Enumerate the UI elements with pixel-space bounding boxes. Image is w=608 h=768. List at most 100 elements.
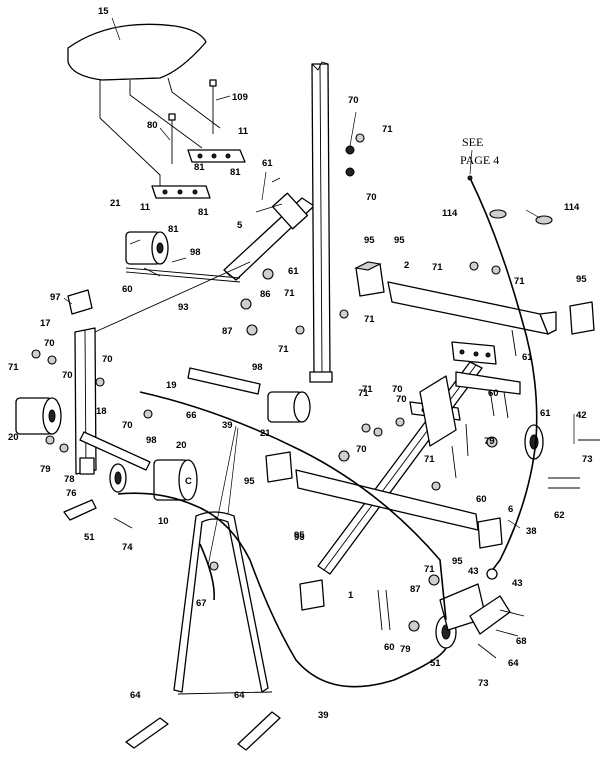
part-callout: 61 — [288, 266, 299, 277]
part-callout: 64 — [508, 658, 519, 669]
part-callout: 20 — [8, 432, 19, 443]
part-callout: 98 — [252, 362, 263, 373]
bracket-hole — [177, 189, 183, 195]
seat-pad — [67, 23, 207, 81]
bracket-hole — [192, 189, 198, 195]
handle-bolt — [237, 711, 281, 751]
part-callout: 78 — [64, 474, 75, 485]
part-callout: 18 — [96, 406, 107, 417]
fasteners — [31, 133, 553, 632]
part-callout: 21 — [110, 198, 121, 209]
part-callout: 81 — [230, 167, 241, 178]
end-cap — [299, 579, 325, 611]
part-callout: 70 — [122, 420, 133, 431]
cross-tube — [455, 371, 521, 395]
carriage-pin — [255, 203, 283, 213]
part-callout: 70 — [366, 192, 377, 203]
part-callout: 71 — [424, 564, 435, 575]
plate-hole — [473, 351, 479, 357]
plate-hole — [485, 352, 491, 358]
part-callout: 71 — [8, 362, 19, 373]
cable-38 — [469, 177, 538, 577]
cable-lower-arc — [199, 543, 216, 601]
part-callout: 43 — [512, 578, 523, 589]
part-callout: 80 — [147, 120, 158, 131]
part-callout: 42 — [576, 410, 587, 421]
part-callout: 15 — [98, 6, 109, 17]
part-callout: 114 — [564, 202, 580, 213]
part-callout: 39 — [222, 420, 233, 431]
rail-cap — [67, 289, 93, 315]
part-callout: 71 — [362, 384, 373, 395]
part-callout: 11 — [238, 126, 249, 137]
bolt-head — [209, 79, 217, 87]
part-callout: 10 — [158, 516, 169, 527]
part-callout: 73 — [478, 678, 489, 689]
cable-end-ring — [486, 568, 498, 580]
part-callout: 79 — [484, 436, 495, 447]
part-callout: 71 — [364, 314, 375, 325]
part-callout: 71 — [284, 288, 295, 299]
carriage-sleeve — [271, 192, 309, 230]
leader-lines — [63, 17, 575, 567]
part-callout: 70 — [392, 384, 403, 395]
roller-pad-upper — [125, 231, 169, 265]
cable-39 — [117, 492, 447, 688]
part-callout: 60 — [384, 642, 395, 653]
handle-bolt — [125, 717, 169, 749]
part-callout: 95 — [294, 530, 305, 541]
part-callout: 11 — [140, 202, 151, 213]
part-callout: 51 — [84, 532, 95, 543]
part-callout: 51 — [430, 658, 441, 669]
bracket-hole — [162, 189, 168, 195]
part-callout: 81 — [168, 224, 179, 235]
part-callout: 71 — [382, 124, 393, 135]
tube-bracket — [79, 457, 95, 475]
part-callout: 70 — [356, 444, 367, 455]
roller-rod — [125, 271, 241, 283]
part-callout: 60 — [476, 494, 487, 505]
post-foot-plate — [309, 371, 333, 383]
part-callout: 98 — [190, 247, 201, 258]
part-callout: 87 — [410, 584, 421, 595]
roller-pad-lower-left — [15, 397, 62, 435]
part-callout: 95 — [364, 235, 375, 246]
part-callout: 71 — [278, 344, 289, 355]
part-callout: 79 — [40, 464, 51, 475]
part-callout: 71 — [432, 262, 443, 273]
part-callout: 95 — [294, 532, 305, 543]
part-callout: 95 — [394, 235, 405, 246]
foot-roller-tube — [79, 431, 151, 471]
end-cap — [265, 451, 293, 483]
part-callout: 1 — [348, 590, 354, 601]
part-callout: 95 — [452, 556, 463, 567]
note-see: SEE — [462, 135, 483, 149]
part-callout: 76 — [66, 488, 77, 499]
pulley-left — [109, 463, 127, 493]
part-callout: 70 — [348, 95, 359, 106]
end-cap — [477, 517, 503, 549]
svg-text:C: C — [185, 476, 192, 487]
part-callout: 64 — [130, 690, 141, 701]
part-callout: 43 — [468, 566, 479, 577]
part-callout: 6 — [508, 504, 513, 515]
part-callout: 79 — [400, 644, 411, 655]
part-callout: 38 — [526, 526, 537, 537]
note-page-ref: PAGE 4 — [460, 153, 499, 167]
bracket-hole — [211, 153, 217, 159]
part-callout: 70 — [62, 370, 73, 381]
bolts — [113, 267, 600, 659]
part-callout: 66 — [186, 410, 197, 421]
roller-rod — [125, 267, 241, 279]
part-callout: 60 — [488, 388, 499, 399]
part-callout: 74 — [122, 542, 133, 553]
part-callout: 17 — [40, 318, 51, 329]
part-callout: 70 — [396, 394, 407, 405]
roller-pad-center — [267, 391, 311, 423]
part-callout: 61 — [522, 352, 533, 363]
part-callout: 71 — [514, 276, 525, 287]
cable-66 — [139, 391, 447, 621]
